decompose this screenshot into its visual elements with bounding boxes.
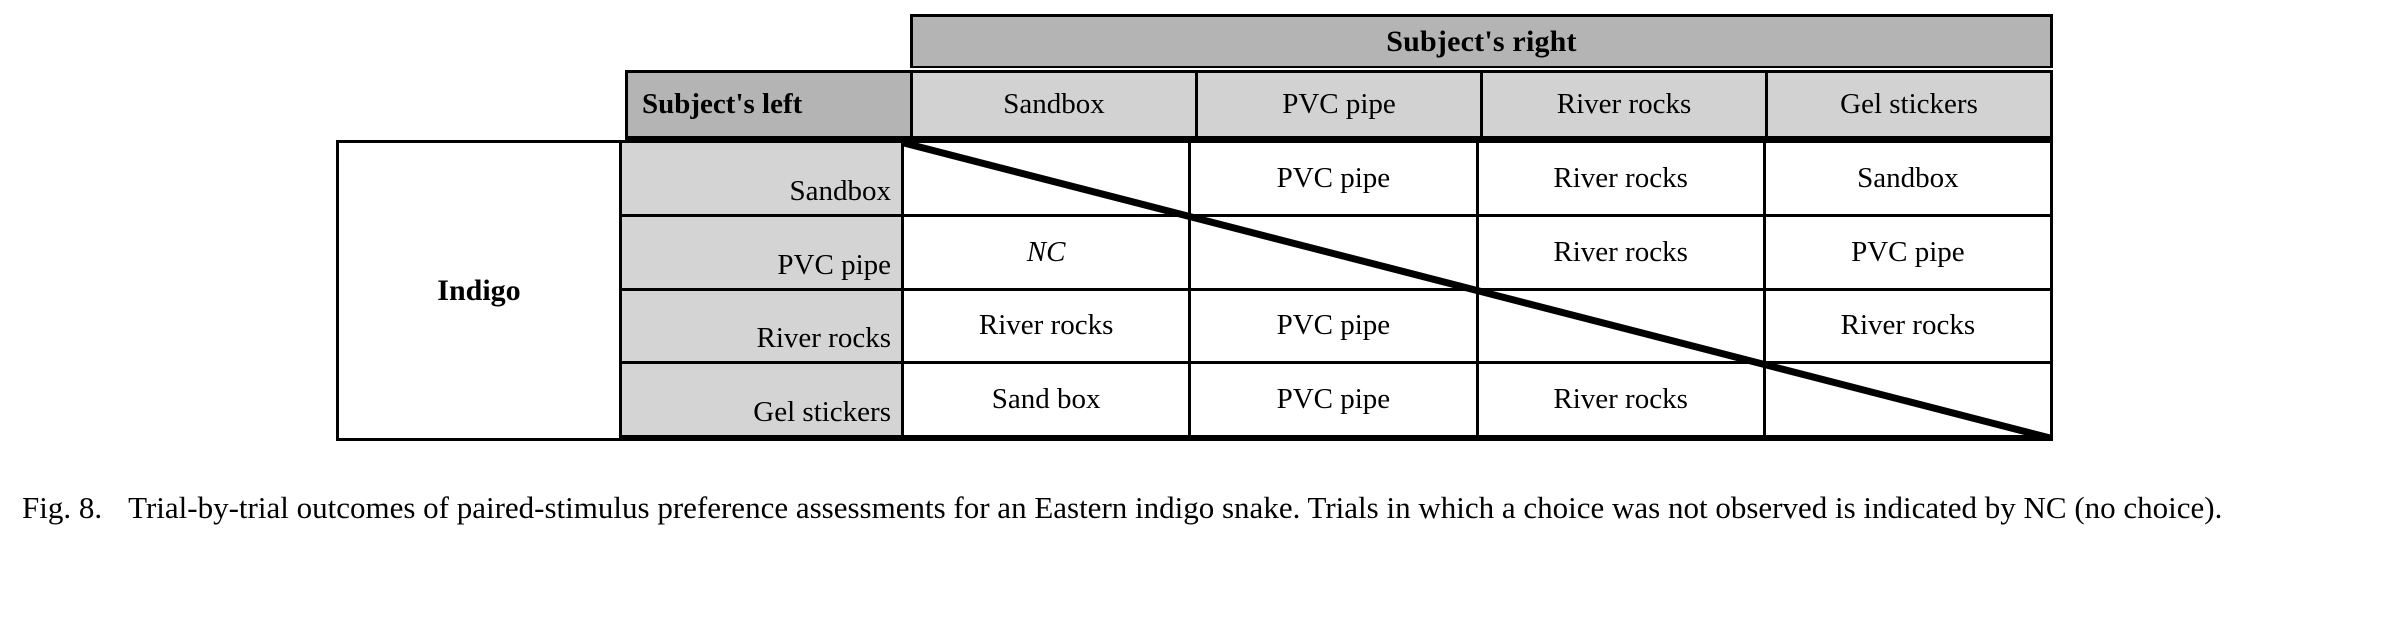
matrix-cell-river-rocks-river-rocks [1478, 290, 1766, 362]
table-body: Indigo Sandbox PVC pipe River rocks Sand… [336, 140, 2053, 441]
row-header-pvc-pipe: PVC pipe [622, 216, 904, 288]
figure-number: Fig. 8. [22, 490, 103, 525]
preference-assessment-table: Subject's right Subject's left Sandbox P… [336, 14, 2053, 441]
matrix-cell-gel-stickers-gel-stickers [1765, 364, 2050, 435]
matrix-cell-pvc-pipe-river-rocks: River rocks [1478, 216, 1766, 288]
matrix-cell-sandbox-gel-stickers: Sandbox [1765, 143, 2050, 214]
matrix-cell-river-rocks-gel-stickers: River rocks [1765, 290, 2050, 362]
table-row: PVC pipe NC River rocks PVC pipe [622, 216, 2050, 291]
column-group-header-subjects-right: Subject's right [910, 14, 2053, 68]
column-header-sandbox: Sandbox [913, 73, 1198, 136]
table-row: River rocks River rocks PVC pipe River r… [622, 290, 2050, 365]
matrix-cell-river-rocks-sandbox: River rocks [904, 290, 1192, 362]
row-header-river-rocks: River rocks [622, 290, 904, 362]
column-header-river-rocks: River rocks [1483, 73, 1768, 136]
column-header-pvc-pipe: PVC pipe [1198, 73, 1483, 136]
matrix-cell-pvc-pipe-pvc-pipe [1191, 216, 1479, 288]
matrix-cell-pvc-pipe-sandbox: NC [904, 216, 1192, 288]
matrix-cell-river-rocks-pvc-pipe: PVC pipe [1191, 290, 1479, 362]
matrix-cell-gel-stickers-sandbox: Sand box [904, 364, 1192, 435]
matrix-cell-gel-stickers-river-rocks: River rocks [1478, 364, 1766, 435]
subject-name-cell: Indigo [339, 143, 622, 438]
column-header-gel-stickers: Gel stickers [1768, 73, 2050, 136]
matrix-cell-pvc-pipe-gel-stickers: PVC pipe [1765, 216, 2050, 288]
row-header-gel-stickers: Gel stickers [622, 364, 904, 435]
table-row: Sandbox PVC pipe River rocks Sandbox [622, 143, 2050, 217]
matrix-cell-sandbox-pvc-pipe: PVC pipe [1191, 143, 1479, 214]
matrix-cell-gel-stickers-pvc-pipe: PVC pipe [1191, 364, 1479, 435]
figure-caption-text: Trial-by-trial outcomes of paired-stimul… [128, 490, 2223, 525]
matrix-cell-sandbox-river-rocks: River rocks [1478, 143, 1766, 214]
figure-caption: Fig. 8. Trial-by-trial outcomes of paired… [22, 487, 2382, 528]
row-group-header-subjects-left: Subject's left [628, 73, 913, 136]
table-row: Gel stickers Sand box PVC pipe River roc… [622, 364, 2050, 438]
matrix-cell-sandbox-sandbox [904, 143, 1192, 214]
table-header-row: Subject's left Sandbox PVC pipe River ro… [625, 70, 2053, 140]
row-header-sandbox: Sandbox [622, 143, 904, 214]
outcome-matrix: Sandbox PVC pipe River rocks Sandbox PVC… [622, 143, 2050, 438]
